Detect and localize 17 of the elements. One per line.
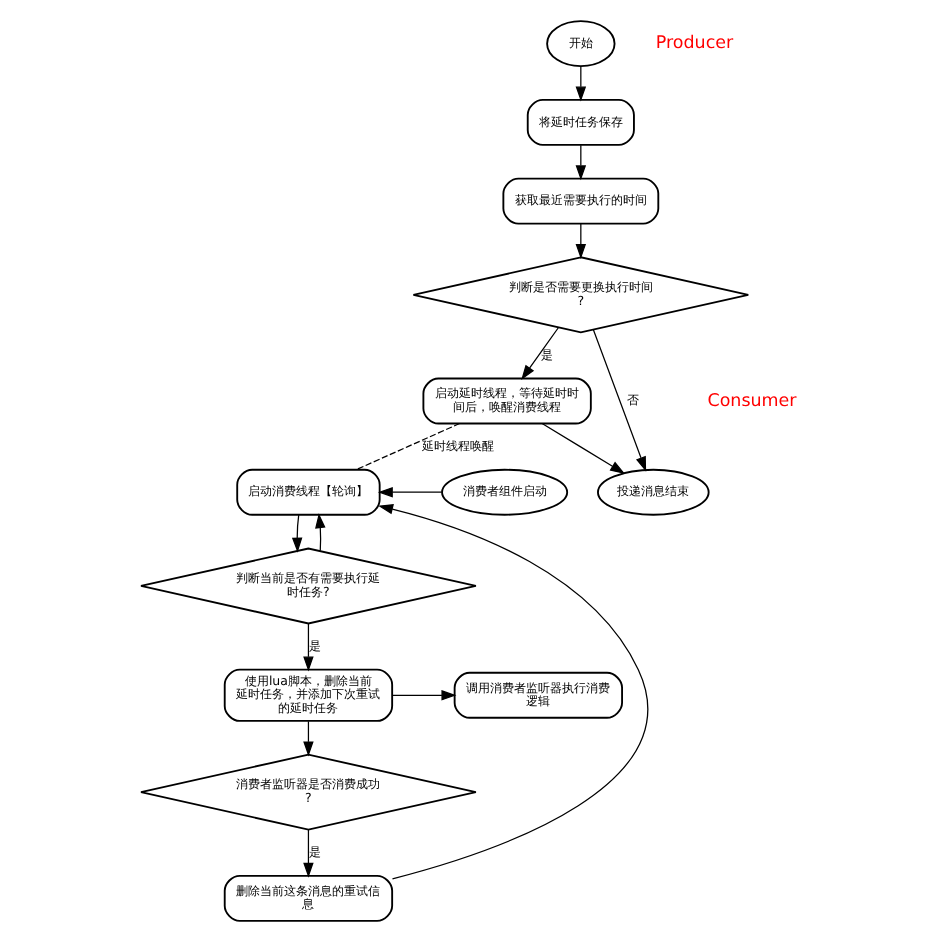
arrow	[315, 513, 326, 552]
arrow	[575, 223, 587, 260]
arrow	[575, 65, 587, 102]
arrow	[291, 514, 303, 553]
arrow	[541, 422, 626, 474]
label: Consumer	[707, 391, 797, 412]
arrow	[303, 623, 314, 672]
arrow	[303, 720, 314, 757]
label: Producer	[655, 34, 734, 55]
arrow	[592, 328, 647, 472]
arrow	[377, 487, 443, 498]
arrow	[575, 144, 587, 181]
arrow	[521, 327, 559, 380]
arrow	[391, 690, 457, 701]
arrow	[303, 829, 314, 878]
arrow	[378, 504, 648, 880]
connector	[355, 422, 461, 471]
